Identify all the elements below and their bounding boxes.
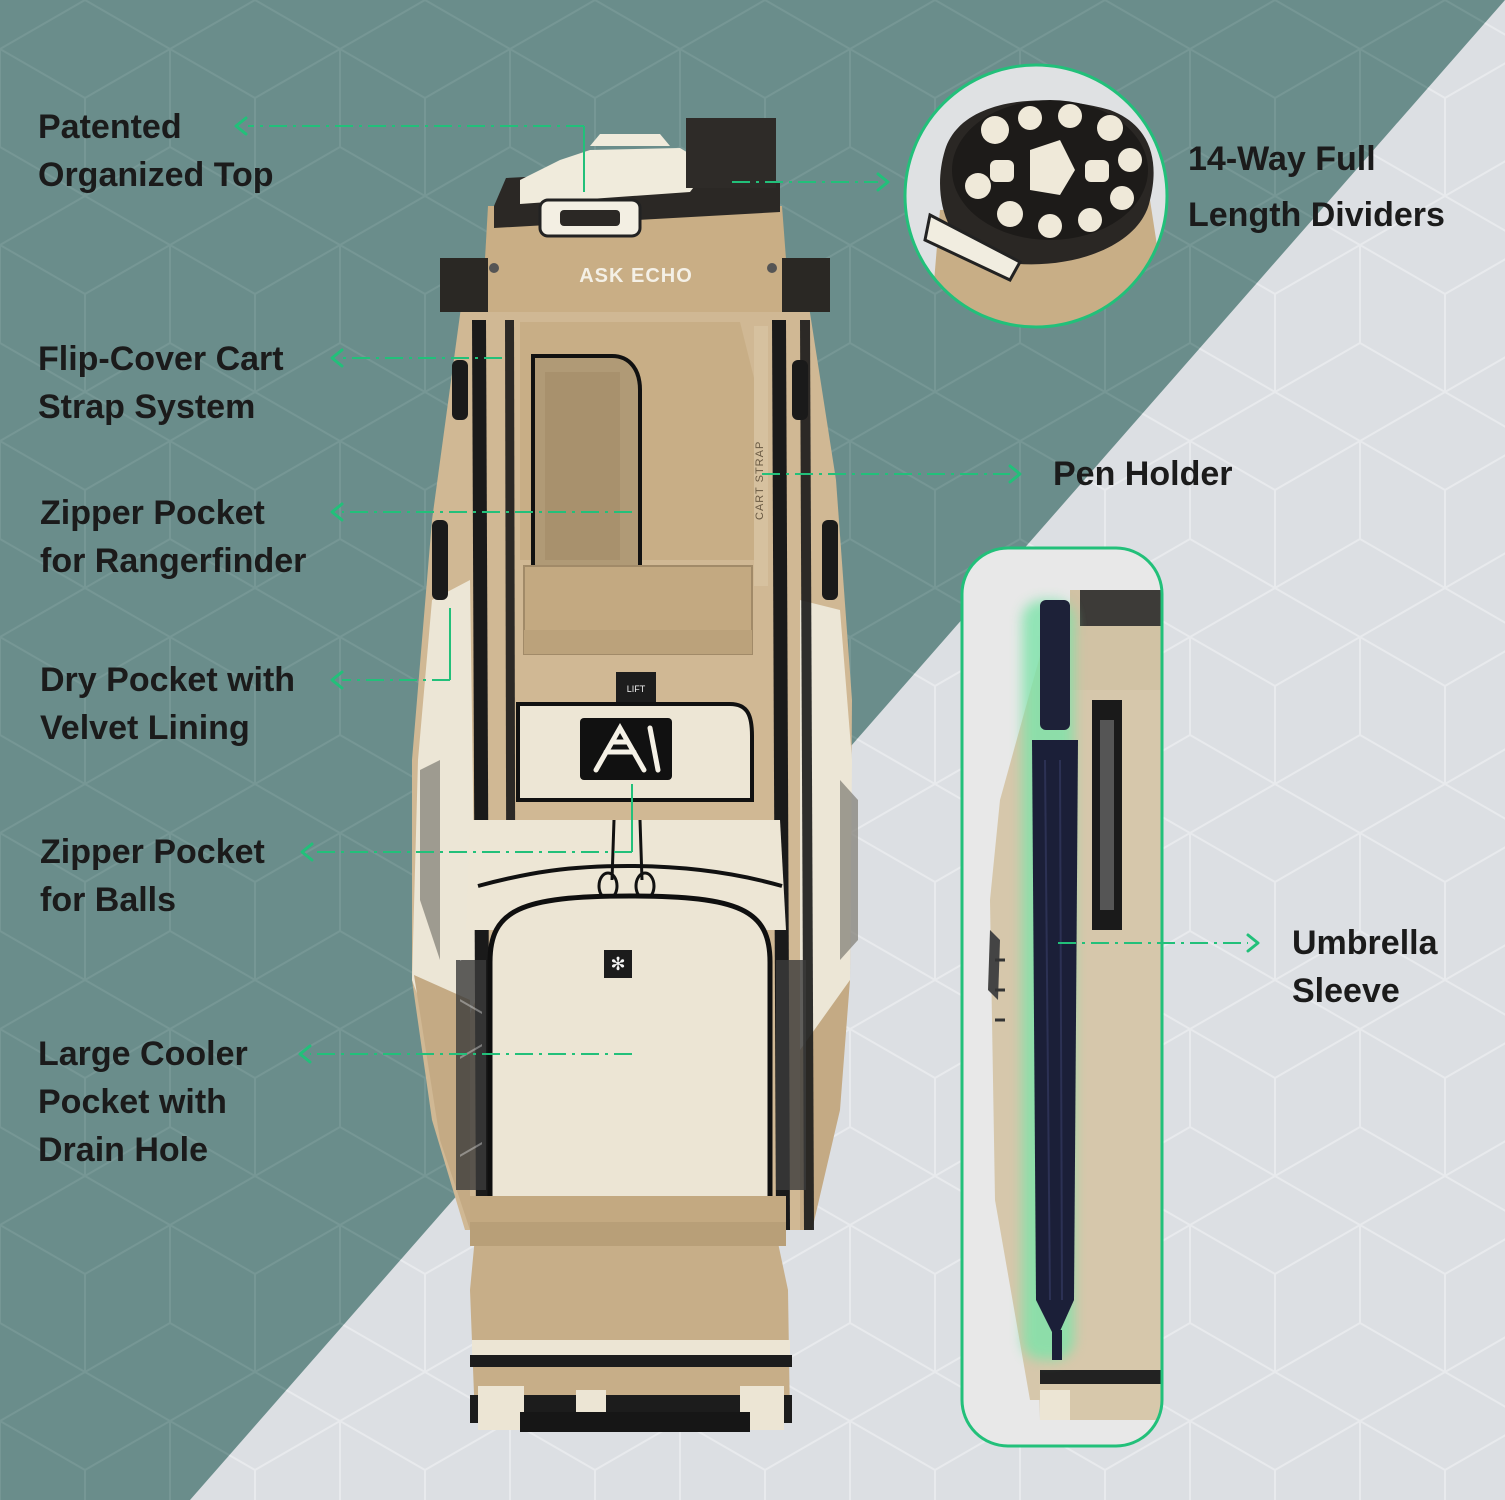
- label-cooler-pocket-line1: Large Cooler: [38, 1035, 248, 1073]
- label-cooler-pocket-line2: Pocket with: [38, 1083, 227, 1121]
- label-rangefinder-pocket: Zipper Pocket for Rangerfinder: [40, 489, 306, 585]
- label-organized-top-line2: Organized Top: [38, 156, 274, 194]
- label-organized-top: Patented Organized Top: [38, 103, 273, 199]
- label-cooler-pocket: Large Cooler Pocket with Drain Hole: [38, 1030, 248, 1174]
- label-balls-pocket: Zipper Pocket for Balls: [40, 828, 265, 924]
- callout-flip-cover: [330, 348, 502, 368]
- label-pen-holder-line1: Pen Holder: [1053, 455, 1233, 493]
- grommet-right: [767, 263, 777, 273]
- label-flip-cover-line2: Strap System: [38, 388, 256, 426]
- callout-pen-holder: [762, 464, 1022, 484]
- label-dividers-line2: Length Dividers: [1188, 196, 1445, 234]
- label-flip-cover-line1: Flip-Cover Cart: [38, 340, 284, 378]
- ae-logo-icon: [593, 722, 647, 773]
- label-dry-pocket-line2: Velvet Lining: [40, 709, 250, 747]
- callout-rangefinder: [330, 502, 632, 522]
- bag-wordmark: ASK ECHO: [579, 265, 693, 287]
- label-dividers-line1: 14-Way Full: [1188, 140, 1376, 178]
- label-balls-pocket-line1: Zipper Pocket: [40, 833, 265, 871]
- callout-balls-pocket: [300, 784, 633, 862]
- callout-dividers: [732, 172, 890, 192]
- callout-organized-top: [234, 116, 585, 192]
- label-umbrella-sleeve: Umbrella Sleeve: [1292, 919, 1438, 1015]
- label-dry-pocket: Dry Pocket with Velvet Lining: [40, 656, 295, 752]
- dividers-inset: [903, 63, 1169, 329]
- label-umbrella-line2: Sleeve: [1292, 972, 1400, 1010]
- label-flip-cover: Flip-Cover Cart Strap System: [38, 335, 284, 431]
- callout-cooler-pocket: [298, 1044, 632, 1064]
- label-rangefinder-line1: Zipper Pocket: [40, 494, 265, 532]
- label-dry-pocket-line1: Dry Pocket with: [40, 661, 296, 699]
- label-balls-pocket-line2: for Balls: [40, 881, 177, 919]
- grommet-left: [489, 263, 499, 273]
- cart-strap-text: CART STRAP: [754, 441, 766, 520]
- label-cooler-pocket-line3: Drain Hole: [38, 1131, 209, 1169]
- golf-bag-image: ASK ECHO CART STRAP LIFT ✻: [412, 118, 858, 1432]
- label-pen-holder: Pen Holder: [1053, 450, 1232, 498]
- label-rangefinder-line2: for Rangerfinder: [40, 542, 307, 580]
- callout-umbrella: [1058, 933, 1260, 953]
- label-organized-top-line1: Patented: [38, 108, 182, 146]
- label-dividers: 14-Way Full Length Dividers: [1188, 131, 1445, 243]
- lift-tab-text: LIFT: [627, 684, 646, 694]
- snowflake-icon: ✻: [610, 954, 625, 975]
- label-umbrella-line1: Umbrella: [1292, 924, 1438, 962]
- callout-dry-pocket: [330, 608, 451, 690]
- umbrella-inset: [960, 546, 1164, 1448]
